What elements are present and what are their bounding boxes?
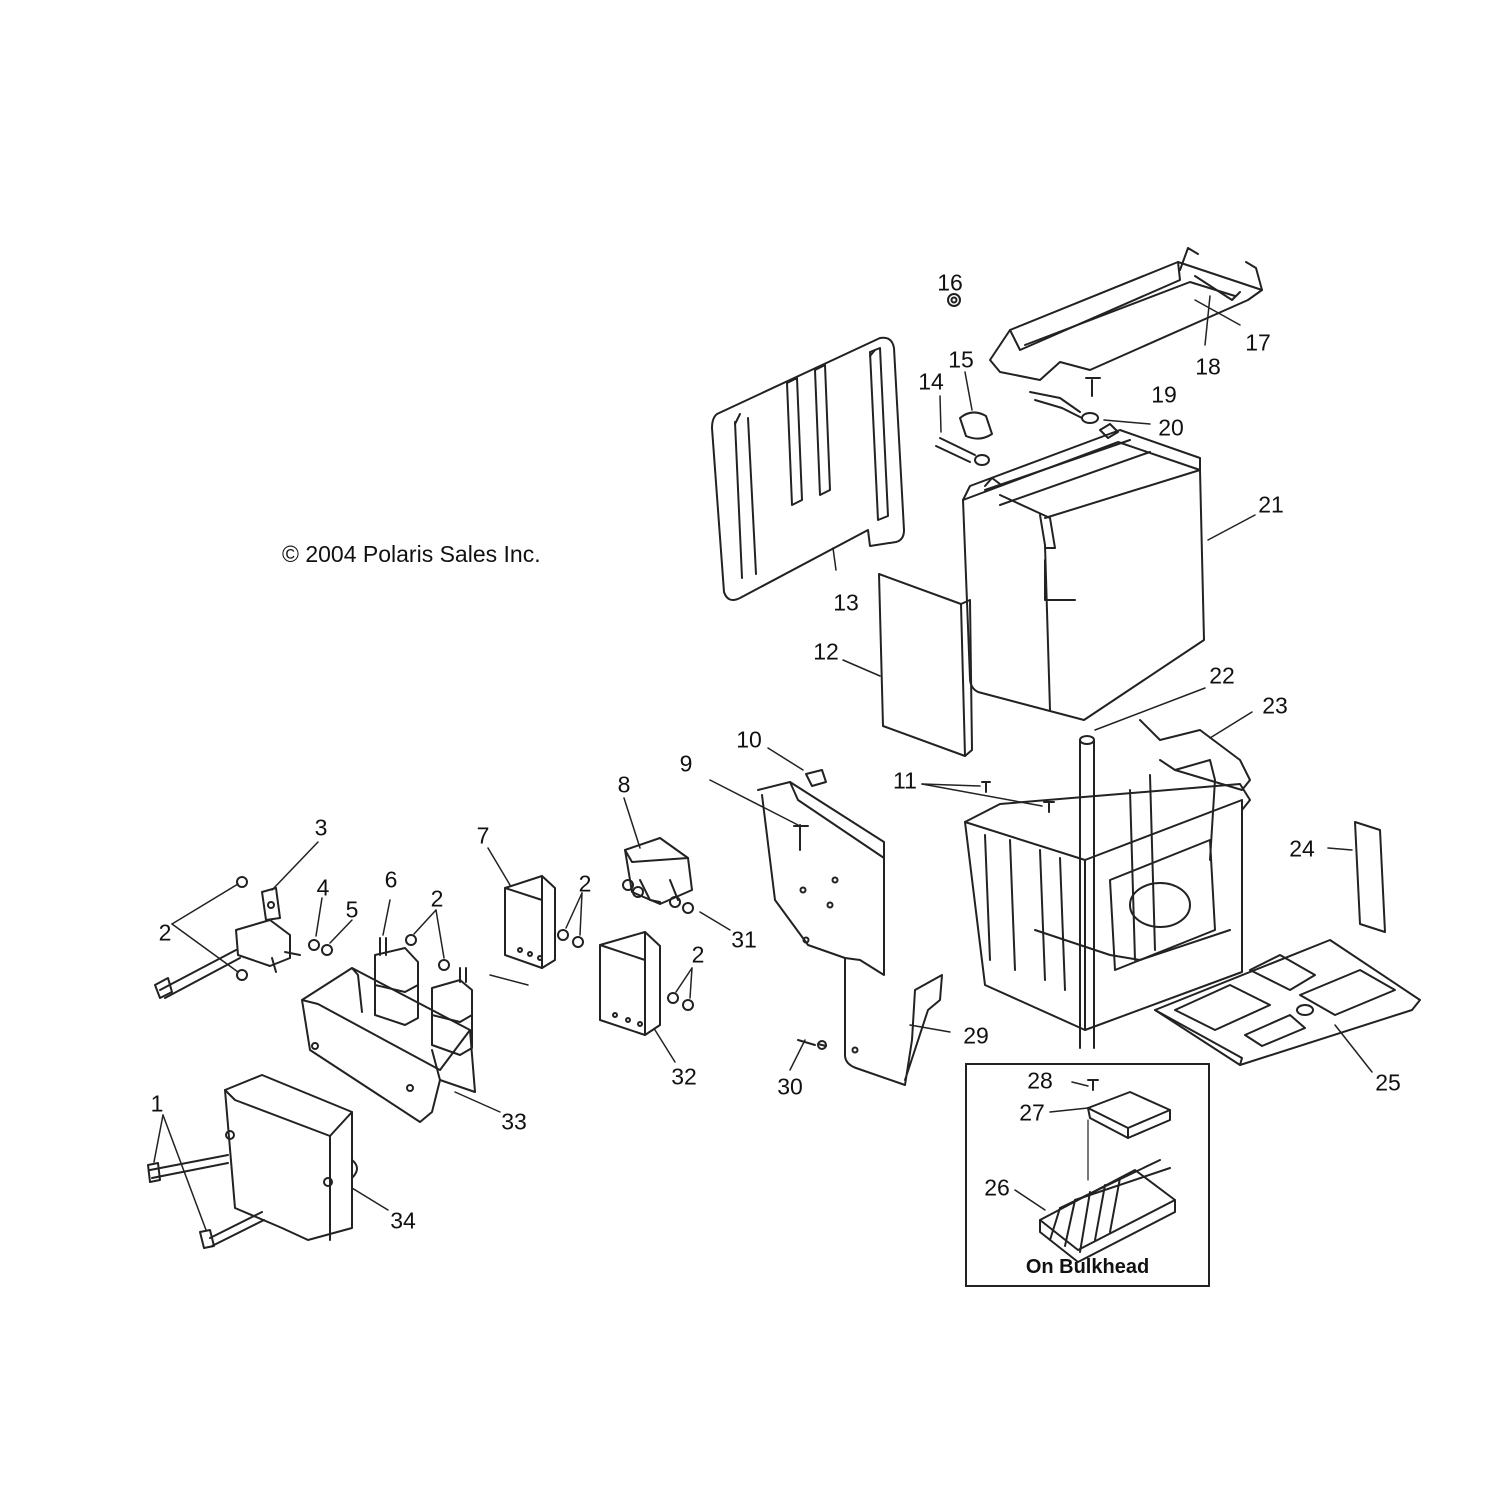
callout-20: 20 [1158, 414, 1184, 441]
callout-34: 34 [390, 1207, 416, 1234]
callout-29: 29 [963, 1022, 989, 1049]
callout-11: 11 [893, 767, 917, 794]
copyright-notice: © 2004 Polaris Sales Inc. [282, 541, 541, 567]
control-module-32 [599, 931, 694, 1063]
callout-31: 31 [731, 926, 757, 953]
control-module-7 [487, 847, 584, 969]
callout-7: 7 [476, 822, 490, 849]
callout-30: 30 [777, 1073, 803, 1100]
callout-2: 2 [691, 941, 705, 968]
callout-25: 25 [1375, 1069, 1401, 1096]
callout-16: 16 [937, 269, 963, 296]
callout-2: 2 [158, 919, 172, 946]
support-rod [1079, 687, 1206, 1049]
module-housing [147, 1074, 389, 1249]
relay-block [622, 797, 731, 931]
callout-1: 1 [150, 1090, 164, 1117]
callout-3: 3 [314, 814, 328, 841]
callout-23: 23 [1262, 692, 1288, 719]
small-fasteners [767, 747, 1055, 813]
callout-2: 2 [578, 870, 592, 897]
callout-32: 32 [671, 1063, 697, 1090]
side-pad [1327, 821, 1386, 933]
battery [962, 423, 1256, 721]
callout-13: 13 [833, 589, 859, 616]
callout-2: 2 [430, 885, 444, 912]
battery-cable-terminal [935, 371, 993, 466]
callout-17: 17 [1245, 329, 1271, 356]
bulkhead-inset: On Bulkhead [965, 1063, 1210, 1287]
callout-24: 24 [1289, 835, 1315, 862]
callout-8: 8 [617, 771, 631, 798]
callout-21: 21 [1258, 491, 1284, 518]
battery-pad [842, 573, 973, 757]
callout-27: 27 [1019, 1099, 1045, 1126]
callout-10: 10 [736, 726, 762, 753]
callout-9: 9 [679, 750, 693, 777]
bulkhead-parts [1014, 1079, 1176, 1263]
callout-12: 12 [813, 638, 839, 665]
relay-tray [301, 899, 529, 1123]
mounting-bracket [709, 779, 951, 1086]
callout-14: 14 [918, 368, 944, 395]
callout-6: 6 [384, 866, 398, 893]
callout-18: 18 [1195, 353, 1221, 380]
battery-box [964, 711, 1253, 1031]
battery-cover-plate [711, 336, 905, 601]
left-switch-assembly [154, 841, 450, 999]
callout-19: 19 [1151, 381, 1177, 408]
callout-22: 22 [1209, 662, 1235, 689]
base-plate [1154, 939, 1421, 1073]
callout-28: 28 [1027, 1067, 1053, 1094]
callout-4: 4 [316, 874, 330, 901]
callout-26: 26 [984, 1174, 1010, 1201]
callout-5: 5 [345, 896, 359, 923]
battery-hold-down-bracket [947, 247, 1263, 425]
callout-33: 33 [501, 1108, 527, 1135]
callout-15: 15 [948, 346, 974, 373]
inset-caption: On Bulkhead [1025, 1256, 1150, 1278]
